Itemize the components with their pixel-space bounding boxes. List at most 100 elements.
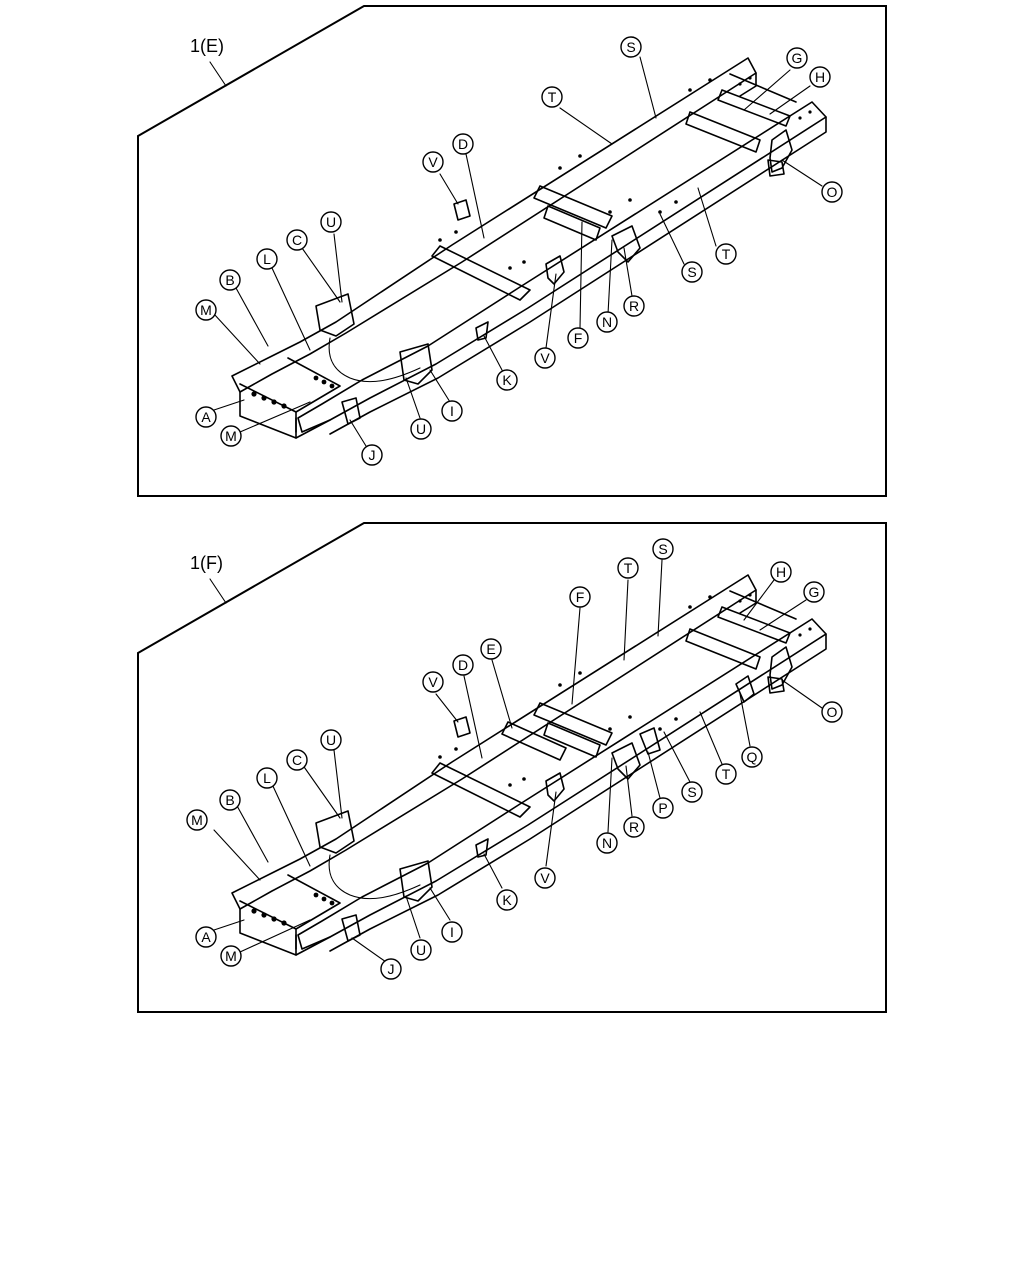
svg-text:N: N <box>602 314 612 330</box>
svg-text:C: C <box>292 232 302 248</box>
callout-marker: T <box>541 86 563 108</box>
svg-text:U: U <box>326 214 336 230</box>
callout-marker: V <box>422 151 444 173</box>
svg-text:I: I <box>450 403 454 419</box>
panel-title: 1(F) <box>190 553 223 573</box>
svg-text:U: U <box>416 942 426 958</box>
callout-marker: O <box>821 181 843 203</box>
callout-marker: C <box>286 229 308 251</box>
callout-marker: M <box>186 809 208 831</box>
svg-text:L: L <box>263 770 271 786</box>
svg-text:V: V <box>540 870 550 886</box>
callout-marker: T <box>617 557 639 579</box>
callout-marker: D <box>452 654 474 676</box>
svg-text:T: T <box>722 766 731 782</box>
svg-text:O: O <box>827 704 838 720</box>
svg-text:O: O <box>827 184 838 200</box>
panel-frame <box>137 522 887 1013</box>
svg-text:N: N <box>602 835 612 851</box>
callout-marker: C <box>286 749 308 771</box>
svg-text:J: J <box>388 961 395 977</box>
svg-text:Q: Q <box>747 749 758 765</box>
svg-text:M: M <box>191 812 203 828</box>
svg-text:J: J <box>369 447 376 463</box>
callout-marker: L <box>256 248 278 270</box>
svg-text:U: U <box>416 421 426 437</box>
callout-marker: H <box>809 66 831 88</box>
callout-marker: M <box>195 299 217 321</box>
svg-text:A: A <box>201 409 211 425</box>
panel-1e: 1(E) <box>137 5 887 497</box>
callout-marker: K <box>496 369 518 391</box>
callout-marker: S <box>652 538 674 560</box>
callout-marker: J <box>380 958 402 980</box>
callout-marker: S <box>681 261 703 283</box>
svg-text:M: M <box>225 948 237 964</box>
svg-text:U: U <box>326 732 336 748</box>
callout-marker: V <box>422 671 444 693</box>
callout-marker: A <box>195 926 217 948</box>
callout-marker: T <box>715 243 737 265</box>
callout-marker: V <box>534 867 556 889</box>
svg-text:G: G <box>809 584 820 600</box>
svg-text:R: R <box>629 819 639 835</box>
svg-text:S: S <box>687 264 696 280</box>
callout-marker: G <box>803 581 825 603</box>
svg-text:M: M <box>200 302 212 318</box>
callout-marker: D <box>452 133 474 155</box>
svg-text:R: R <box>629 298 639 314</box>
svg-text:V: V <box>540 350 550 366</box>
callout-marker: U <box>410 939 432 961</box>
svg-text:B: B <box>225 272 234 288</box>
svg-text:K: K <box>502 372 512 388</box>
svg-text:S: S <box>658 541 667 557</box>
callout-list: S T H G F O E D V Q T S P U C L B M R N … <box>186 538 843 980</box>
callout-marker: K <box>496 889 518 911</box>
callout-marker: R <box>623 295 645 317</box>
callout-marker: O <box>821 701 843 723</box>
svg-text:H: H <box>776 564 786 580</box>
svg-text:F: F <box>576 589 585 605</box>
svg-text:T: T <box>624 560 633 576</box>
svg-text:S: S <box>687 784 696 800</box>
panel-title: 1(E) <box>190 36 224 56</box>
svg-text:V: V <box>428 674 438 690</box>
callout-marker: A <box>195 406 217 428</box>
callout-marker: H <box>770 561 792 583</box>
callout-marker: I <box>441 921 463 943</box>
svg-text:F: F <box>574 330 583 346</box>
svg-text:S: S <box>626 39 635 55</box>
callout-marker: B <box>219 789 241 811</box>
svg-text:T: T <box>722 246 731 262</box>
callout-marker: N <box>596 832 618 854</box>
svg-text:D: D <box>458 136 468 152</box>
panel-1f: 1(F) <box>137 522 887 1013</box>
callout-marker: S <box>681 781 703 803</box>
svg-text:M: M <box>225 428 237 444</box>
callout-list: S G H T O V D T S U C L B M V F N R K I … <box>195 36 843 466</box>
svg-text:I: I <box>450 924 454 940</box>
callout-marker: F <box>567 327 589 349</box>
callout-marker: F <box>569 586 591 608</box>
callout-marker: L <box>256 767 278 789</box>
callout-marker: U <box>320 211 342 233</box>
svg-text:V: V <box>428 154 438 170</box>
callout-marker: B <box>219 269 241 291</box>
callout-marker: J <box>361 444 383 466</box>
svg-text:K: K <box>502 892 512 908</box>
svg-text:H: H <box>815 69 825 85</box>
panel-frame <box>137 5 887 497</box>
callout-marker: S <box>620 36 642 58</box>
svg-text:A: A <box>201 929 211 945</box>
chassis-drawing <box>231 57 827 439</box>
callout-marker: R <box>623 816 645 838</box>
svg-text:D: D <box>458 657 468 673</box>
callout-marker: V <box>534 347 556 369</box>
callout-marker: I <box>441 400 463 422</box>
callout-marker: T <box>715 763 737 785</box>
callout-marker: P <box>652 797 674 819</box>
callout-marker: U <box>410 418 432 440</box>
callout-marker: G <box>786 47 808 69</box>
svg-text:E: E <box>486 641 495 657</box>
